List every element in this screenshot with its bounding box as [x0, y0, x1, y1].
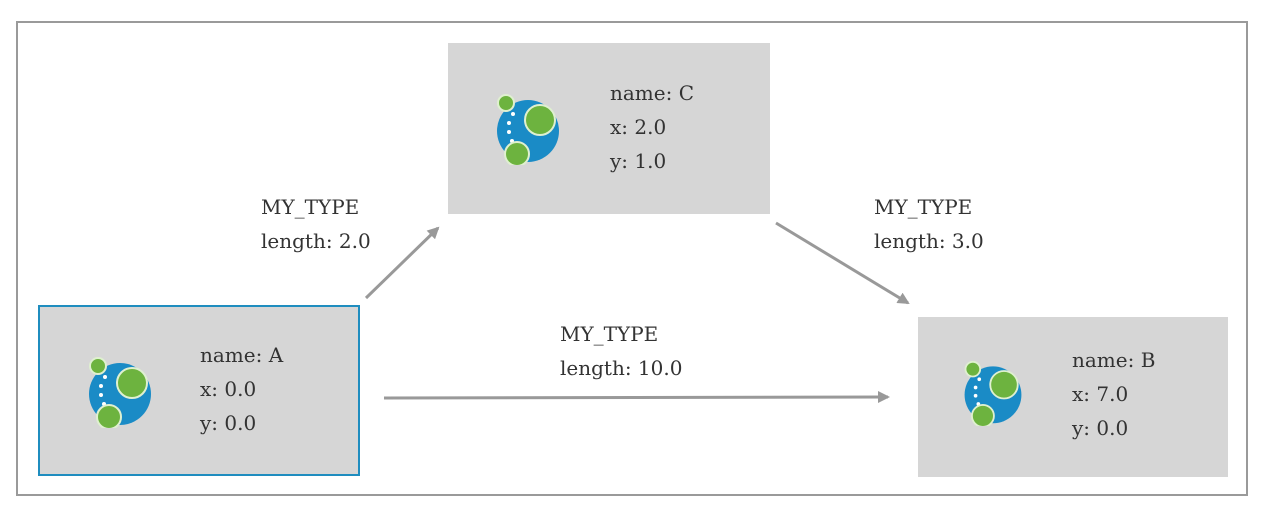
node-x: x: 7.0	[1072, 382, 1129, 406]
edge-length: length: 2.0	[261, 229, 371, 253]
edge-length: length: 3.0	[874, 229, 984, 253]
node-properties: name: A x: 0.0 y: 0.0	[200, 338, 283, 440]
edge-label-a-to-b: MY_TYPE length: 10.0	[560, 317, 682, 385]
node-name: name: C	[610, 81, 695, 105]
edge-a-to-c[interactable]	[364, 226, 440, 300]
edge-c-to-b[interactable]	[775, 221, 910, 305]
node-y: y: 0.0	[1072, 416, 1129, 440]
neo4j-logo-icon	[964, 360, 1022, 426]
edge-length: length: 10.0	[560, 356, 683, 380]
diagram-canvas	[16, 21, 1248, 496]
node-name: name: A	[200, 343, 284, 367]
neo4j-logo-icon	[497, 94, 559, 165]
edge-label-a-to-c: MY_TYPE length: 2.0	[261, 190, 371, 258]
edge-a-to-b[interactable]	[383, 391, 890, 404]
edge-type: MY_TYPE	[261, 195, 360, 219]
node-x: x: 0.0	[200, 377, 257, 401]
node-y: y: 0.0	[200, 411, 257, 435]
node-c[interactable]: name: C x: 2.0 y: 1.0	[448, 43, 770, 214]
neo4j-logo-icon	[89, 357, 151, 428]
node-properties: name: B x: 7.0 y: 0.0	[1072, 343, 1155, 445]
node-y: y: 1.0	[610, 149, 667, 173]
node-b[interactable]: name: B x: 7.0 y: 0.0	[918, 317, 1228, 477]
node-x: x: 2.0	[610, 115, 667, 139]
node-properties: name: C x: 2.0 y: 1.0	[610, 76, 694, 178]
edge-type: MY_TYPE	[874, 195, 973, 219]
node-name: name: B	[1072, 348, 1156, 372]
node-a[interactable]: name: A x: 0.0 y: 0.0	[38, 305, 360, 476]
edge-type: MY_TYPE	[560, 322, 659, 346]
edge-label-c-to-b: MY_TYPE length: 3.0	[874, 190, 984, 258]
